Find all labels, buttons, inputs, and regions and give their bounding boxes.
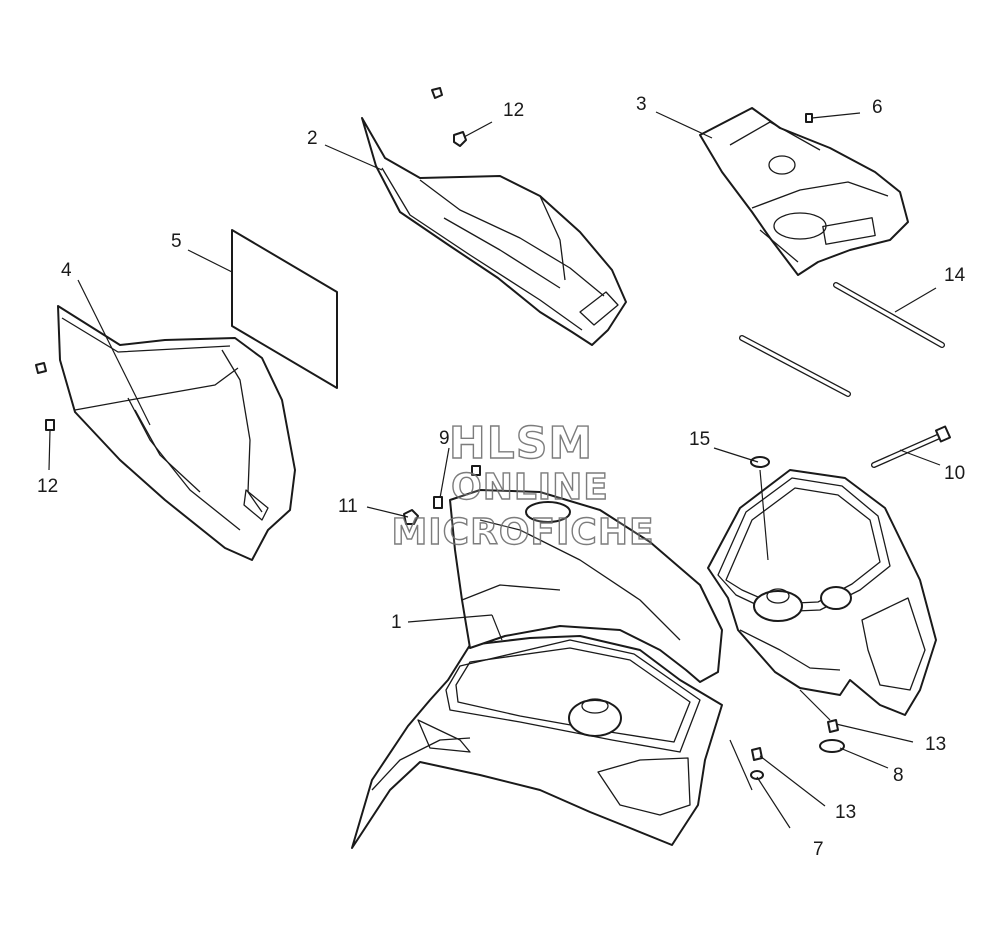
part-10-bolt[interactable]	[871, 425, 952, 468]
callout-11[interactable]: 11	[338, 496, 358, 517]
callout-7[interactable]: 7	[813, 839, 824, 860]
part-4-side-panel-left[interactable]	[57, 305, 296, 561]
callout-9[interactable]: 9	[439, 428, 450, 449]
washer-8[interactable]	[819, 739, 845, 753]
callout-12-left[interactable]: 12	[37, 476, 59, 497]
watermark-line-2: ONLINE	[450, 466, 609, 508]
part-14-rod-second[interactable]	[739, 335, 851, 397]
callout-4[interactable]: 4	[61, 260, 72, 281]
callout-14[interactable]: 14	[944, 265, 966, 286]
fastener-12-left[interactable]	[45, 419, 55, 431]
callout-8[interactable]: 8	[893, 765, 904, 786]
callout-13-lower[interactable]: 13	[835, 802, 857, 823]
part-3-dash-panel[interactable]	[699, 107, 909, 276]
callout-2[interactable]: 2	[307, 128, 318, 149]
fastener-6[interactable]	[805, 113, 813, 123]
nut-11[interactable]	[403, 509, 419, 525]
callout-3[interactable]: 3	[636, 94, 647, 115]
callout-5[interactable]: 5	[171, 231, 182, 252]
watermark-line-3: MICROFICHE	[391, 511, 655, 553]
fastener-12-top[interactable]	[453, 131, 467, 147]
callout-6[interactable]: 6	[872, 97, 883, 118]
washer-7[interactable]	[750, 770, 764, 780]
callout-15[interactable]: 15	[689, 429, 711, 450]
screw-13-lower[interactable]	[751, 747, 763, 761]
callout-1[interactable]: 1	[391, 612, 402, 633]
grommet-15[interactable]	[750, 456, 770, 468]
screw-13-right[interactable]	[827, 719, 839, 733]
callout-13-right[interactable]: 13	[925, 734, 947, 755]
fastener-9-side[interactable]	[471, 465, 481, 476]
fastener-9[interactable]	[433, 496, 443, 509]
callout-12-top[interactable]: 12	[503, 100, 525, 121]
fastener-top-small[interactable]	[431, 87, 443, 99]
callout-10[interactable]: 10	[944, 463, 966, 484]
fasteners	[35, 87, 845, 780]
leader-lines	[48, 111, 941, 829]
part-2-side-panel-front[interactable]	[361, 117, 627, 346]
watermark-line-1: HLSM	[448, 417, 594, 469]
fastener-left-small[interactable]	[35, 362, 47, 374]
part-1-front-body[interactable]	[351, 489, 723, 849]
part-14-rod[interactable]	[833, 282, 945, 348]
part-5-decal[interactable]	[231, 229, 338, 389]
part-15-storage-bin[interactable]	[707, 469, 937, 716]
